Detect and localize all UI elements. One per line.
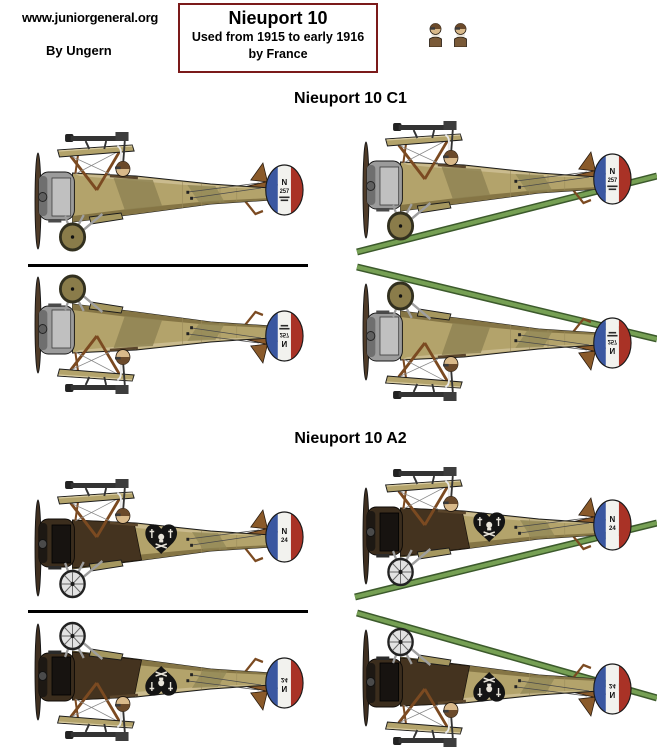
plane-a2-left-flipped — [24, 617, 304, 753]
fold-divider-a2 — [28, 610, 308, 613]
page-nation: by France — [248, 47, 308, 61]
plane-a2-right-upright — [352, 451, 632, 591]
section-heading-c1: Nieuport 10 C1 — [294, 90, 407, 107]
section-heading-a2: Nieuport 10 A2 — [294, 430, 407, 447]
author-credit: By Ungern — [46, 43, 112, 58]
title-box: Nieuport 10 Used from 1915 to early 1916… — [178, 3, 378, 73]
plane-a2-right-flipped — [352, 623, 632, 753]
plane-c1-left-upright — [24, 116, 304, 256]
pilot-bust-icon — [454, 23, 467, 47]
plane-a2-left-upright — [24, 463, 304, 603]
page-title: Nieuport 10 — [228, 8, 328, 28]
fold-divider-c1 — [28, 264, 308, 267]
plane-c1-left-flipped — [24, 270, 304, 410]
page-subtitle: Used from 1915 to early 1916 — [191, 30, 365, 44]
plane-c1-right-flipped — [352, 277, 632, 417]
site-url: www.juniorgeneral.org — [22, 10, 159, 25]
pilot-bust-icon — [429, 23, 442, 47]
plane-c1-right-upright — [352, 105, 632, 245]
